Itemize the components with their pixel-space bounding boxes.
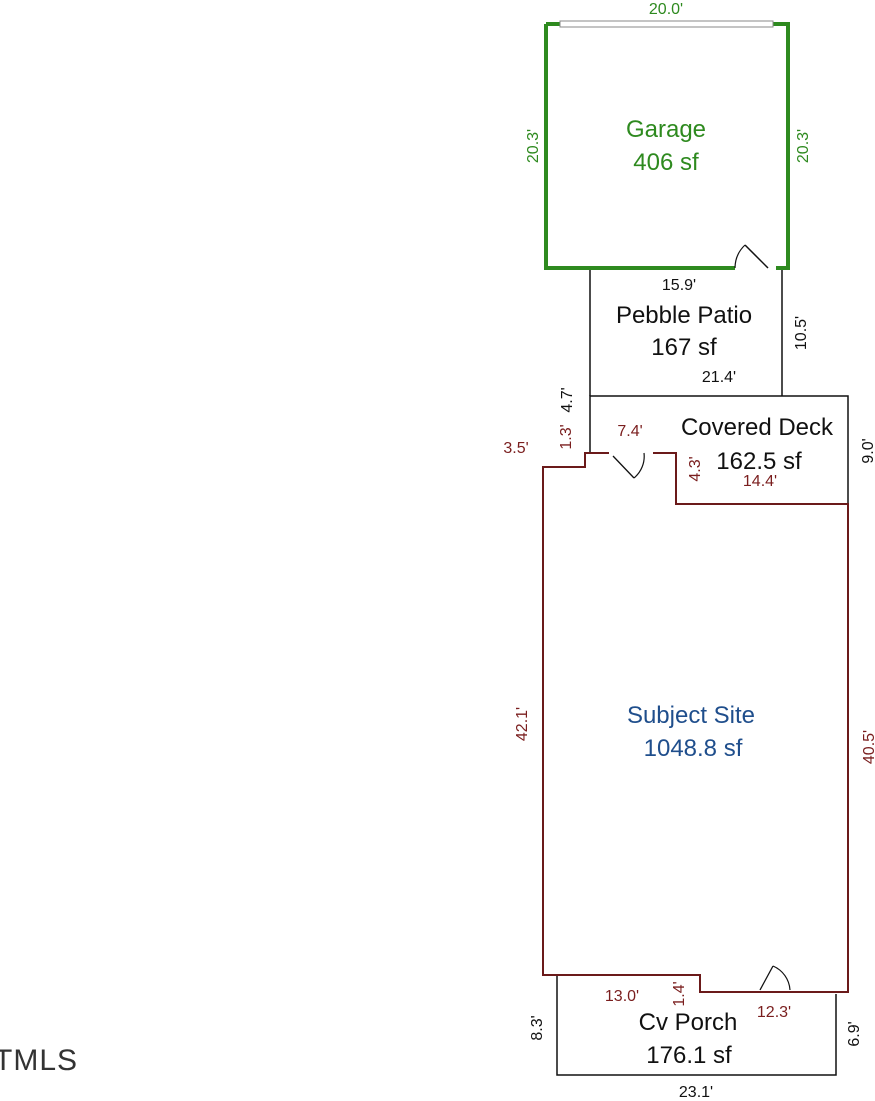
garage-door bbox=[559, 20, 774, 28]
garage-door-arc bbox=[734, 244, 746, 269]
cv-porch: Cv Porch 176.1 sf 13.0' 1.4' 12.3' 8.3' … bbox=[529, 965, 863, 1101]
deck-door-arc bbox=[633, 452, 645, 479]
patio-area: 167 sf bbox=[651, 334, 717, 361]
porch-step-dim: 1.4' bbox=[671, 981, 688, 1006]
patio-right-dim: 10.5' bbox=[793, 316, 810, 350]
watermark: TMLS bbox=[0, 1044, 78, 1077]
garage-top-dim: 20.0' bbox=[649, 1, 683, 18]
deck-name: Covered Deck bbox=[681, 414, 834, 441]
patio-top-dim: 15.9' bbox=[662, 277, 696, 294]
patio-bottom-dim: 21.4' bbox=[702, 369, 736, 386]
porch-outline bbox=[556, 976, 837, 1076]
porch-top-right-dim: 12.3' bbox=[757, 1004, 791, 1021]
porch-bottom-dim: 23.1' bbox=[679, 1084, 713, 1101]
deck-door-swing bbox=[612, 455, 635, 479]
pebble-patio: Pebble Patio 167 sf 15.9' 10.5' 21.4' 4.… bbox=[559, 270, 810, 413]
subject-site: Subject Site 1048.8 sf 42.1' 40.5' bbox=[514, 452, 875, 993]
porch-top-left-dim: 13.0' bbox=[605, 988, 639, 1005]
porch-name: Cv Porch bbox=[639, 1009, 738, 1036]
subject-right-dim: 40.5' bbox=[861, 730, 875, 764]
deck-right-dim: 9.0' bbox=[860, 438, 875, 463]
deck-notch-dim: 4.3' bbox=[687, 456, 704, 481]
garage: Garage 406 sf 20.0' 20.3' 20.3' bbox=[525, 1, 812, 270]
garage-area: 406 sf bbox=[633, 149, 699, 176]
garage-door-swing bbox=[744, 244, 769, 269]
porch-left-dim: 8.3' bbox=[529, 1015, 546, 1040]
garage-name: Garage bbox=[626, 116, 706, 143]
subject-left-dim: 42.1' bbox=[514, 707, 531, 741]
porch-door-arc bbox=[772, 965, 791, 991]
subject-outline bbox=[542, 452, 849, 993]
subject-area: 1048.8 sf bbox=[644, 735, 743, 762]
porch-door-swing bbox=[759, 965, 774, 991]
deck-step-vert-dim: 1.3' bbox=[558, 424, 575, 449]
deck-bottom-dim: 14.4' bbox=[743, 473, 777, 490]
deck-inner-dim: 7.4' bbox=[617, 423, 642, 440]
porch-area: 176.1 sf bbox=[646, 1042, 732, 1069]
patio-left-dim: 4.7' bbox=[559, 387, 576, 412]
deck-step-left-dim: 3.5' bbox=[503, 440, 528, 457]
covered-deck: Covered Deck 162.5 sf 9.0' 7.4' 3.5' 1.3… bbox=[503, 395, 875, 505]
deck-area: 162.5 sf bbox=[716, 448, 802, 475]
porch-right-dim: 6.9' bbox=[846, 1021, 863, 1046]
garage-wall-left bbox=[544, 24, 590, 270]
garage-right-dim: 20.3' bbox=[795, 129, 812, 163]
subject-name: Subject Site bbox=[627, 702, 755, 729]
garage-wall-right bbox=[773, 22, 790, 270]
patio-name: Pebble Patio bbox=[616, 302, 752, 329]
garage-left-dim: 20.3' bbox=[525, 129, 542, 163]
